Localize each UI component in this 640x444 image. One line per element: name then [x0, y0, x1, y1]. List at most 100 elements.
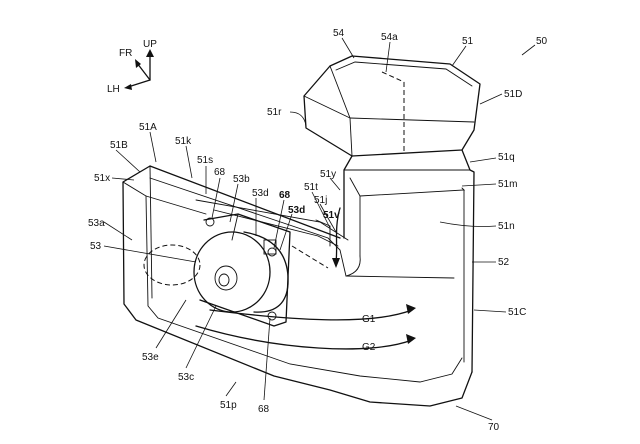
leader-53d-2	[279, 213, 293, 251]
leader-51B	[115, 149, 141, 173]
leader-53c	[185, 305, 217, 369]
motor-front-face	[193, 231, 271, 313]
leader-68-right	[273, 199, 285, 249]
label-51j: 51j	[314, 195, 327, 206]
leader-68-top	[211, 177, 221, 219]
leader-51m	[461, 183, 497, 187]
leader-51D	[479, 93, 503, 105]
housing-corner	[122, 181, 147, 197]
reference-labels: 50 54 54a 51 51D 51r 51A 51B 51k 51s 68 …	[88, 28, 548, 433]
upper-duct-edge	[329, 65, 351, 119]
housing-front-vertical	[149, 165, 153, 299]
label-51C: 51C	[508, 307, 526, 318]
leader-51j	[319, 203, 337, 233]
leader-53	[103, 245, 197, 263]
label-50: 50	[536, 36, 548, 47]
label-51A: 51A	[139, 122, 157, 133]
label-53d-1: 53d	[252, 188, 269, 199]
leader-53a	[103, 221, 133, 241]
upper-duct-edge	[349, 117, 475, 123]
label-51s: 51s	[197, 155, 213, 166]
motor-body	[243, 231, 289, 313]
housing-inner-top	[145, 195, 207, 215]
label-68-right: 68	[279, 190, 291, 201]
upper-duct	[303, 55, 481, 157]
label-52: 52	[498, 257, 510, 268]
flow-arrow-g1	[209, 309, 413, 321]
air-guide	[195, 199, 349, 269]
riser-front-edge	[343, 155, 353, 239]
leader-68-bottom	[263, 317, 271, 401]
lh-arrowhead	[124, 84, 132, 90]
leader-53e	[155, 299, 187, 349]
leader-50	[521, 44, 536, 56]
lh-arrow	[127, 79, 151, 88]
housing-inner-back	[149, 177, 455, 279]
screw-68-right	[267, 247, 277, 257]
upper-duct-edge	[303, 95, 351, 119]
leader-70	[455, 405, 493, 421]
label-54: 54	[333, 28, 345, 39]
upper-duct-outline	[303, 55, 481, 157]
label-51n: 51n	[498, 221, 515, 232]
label-68-top: 68	[214, 167, 226, 178]
label-51B: 51B	[110, 140, 128, 151]
riser-inner-curve	[345, 255, 361, 277]
label-51p: 51p	[220, 400, 237, 411]
motor-hub	[214, 265, 238, 291]
orientation-indicator: UP FR LH	[107, 39, 157, 95]
leader-51	[451, 45, 467, 67]
label-51r: 51r	[267, 107, 282, 118]
screw-68-top	[205, 217, 215, 227]
leader-51x	[111, 177, 135, 181]
mounting-plate-edge	[231, 213, 239, 241]
leader-51A	[149, 131, 157, 163]
label-51x: 51x	[94, 173, 110, 184]
hidden-fan-inlet	[143, 244, 201, 286]
leader-51q	[469, 157, 497, 163]
label-53e: 53e	[142, 352, 159, 363]
label-70: 70	[488, 422, 500, 433]
label-51v: 51v	[323, 210, 340, 221]
housing-top-edge	[149, 165, 341, 239]
label-68-bottom: 68	[258, 404, 270, 415]
leader-51C	[473, 309, 507, 313]
housing-inner-rim	[145, 195, 463, 383]
fr-arrow	[136, 62, 151, 81]
axis-label-lh: LH	[107, 84, 120, 95]
label-51m: 51m	[498, 179, 517, 190]
label-G2: G2	[362, 342, 376, 353]
label-54a: 54a	[381, 32, 398, 43]
label-53: 53	[90, 241, 102, 252]
riser-right-edge	[461, 149, 475, 373]
flow-arrowhead-g1	[406, 304, 416, 314]
fan-motor	[143, 231, 289, 313]
label-51k: 51k	[175, 136, 192, 147]
label-53b: 53b	[233, 174, 250, 185]
leader-51y	[329, 177, 341, 191]
leader-lines	[103, 37, 536, 421]
label-53a: 53a	[88, 218, 105, 229]
leader-54a	[385, 41, 391, 73]
air-guide-end	[315, 219, 331, 247]
label-53d-2: 53d	[288, 205, 305, 216]
hidden-channel	[291, 245, 329, 269]
flow-arrow-down	[335, 207, 341, 263]
leader-51n	[439, 221, 497, 227]
upper-duct-edge	[349, 117, 353, 157]
label-51y: 51y	[320, 169, 336, 180]
leader-54	[341, 37, 355, 59]
housing-outer-outline	[122, 165, 473, 407]
flow-arrowhead-down	[332, 258, 340, 268]
motor-shaft	[218, 273, 230, 287]
label-G1: G1	[362, 314, 376, 325]
fr-arrowhead	[135, 59, 141, 68]
up-arrowhead	[146, 49, 154, 57]
air-guide-upper	[213, 209, 339, 247]
leader-51t	[311, 191, 331, 229]
leader-51p	[225, 381, 237, 397]
label-53c: 53c	[178, 372, 194, 383]
label-51: 51	[462, 36, 474, 47]
leader-51r	[289, 111, 307, 127]
